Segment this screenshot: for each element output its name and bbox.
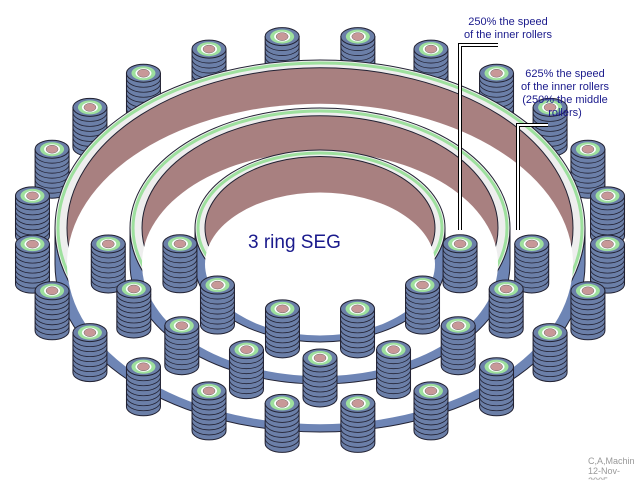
- credit-author: C,A,Machin: [588, 456, 635, 466]
- roller: [405, 275, 441, 335]
- roller: [442, 234, 478, 294]
- roller: [264, 393, 300, 453]
- roller: [125, 357, 161, 417]
- roller: [532, 323, 568, 383]
- annotation-line: of the inner rollers: [463, 29, 553, 41]
- roller: [340, 299, 376, 359]
- roller: [479, 357, 515, 417]
- roller: [570, 281, 606, 341]
- roller: [590, 186, 626, 246]
- credit: C,A,Machin 12-Nov-2005: [588, 456, 640, 480]
- roller: [191, 381, 227, 441]
- roller: [488, 279, 524, 339]
- roller: [14, 186, 50, 246]
- outer-rollers-annotation: 625% the speed of the inner rollers (250…: [500, 68, 630, 120]
- annotation-line: of the inner rollers: [520, 81, 610, 93]
- roller: [340, 393, 376, 453]
- annotation-line: rollers): [548, 107, 582, 119]
- roller: [590, 234, 626, 294]
- roller: [162, 234, 198, 294]
- roller: [34, 281, 70, 341]
- roller: [228, 340, 264, 400]
- diagram-title: 3 ring SEG: [248, 232, 341, 253]
- roller: [302, 348, 338, 408]
- annotation-line: 625% the speed: [525, 68, 605, 80]
- credit-date: 12-Nov-2005: [588, 466, 621, 480]
- middle-rollers-annotation: 250% the speed of the inner rollers: [448, 16, 568, 42]
- inner-ring: [194, 149, 446, 343]
- roller: [14, 234, 50, 294]
- roller: [72, 323, 108, 383]
- roller: [264, 299, 300, 359]
- roller: [440, 316, 476, 376]
- roller: [116, 279, 152, 339]
- roller: [376, 340, 412, 400]
- roller: [413, 381, 449, 441]
- roller: [34, 139, 70, 199]
- roller: [514, 234, 550, 294]
- roller: [164, 316, 200, 376]
- annotation-line: (250% the middle: [522, 94, 608, 106]
- roller: [199, 275, 235, 335]
- annotation-line: 250% the speed: [468, 16, 548, 28]
